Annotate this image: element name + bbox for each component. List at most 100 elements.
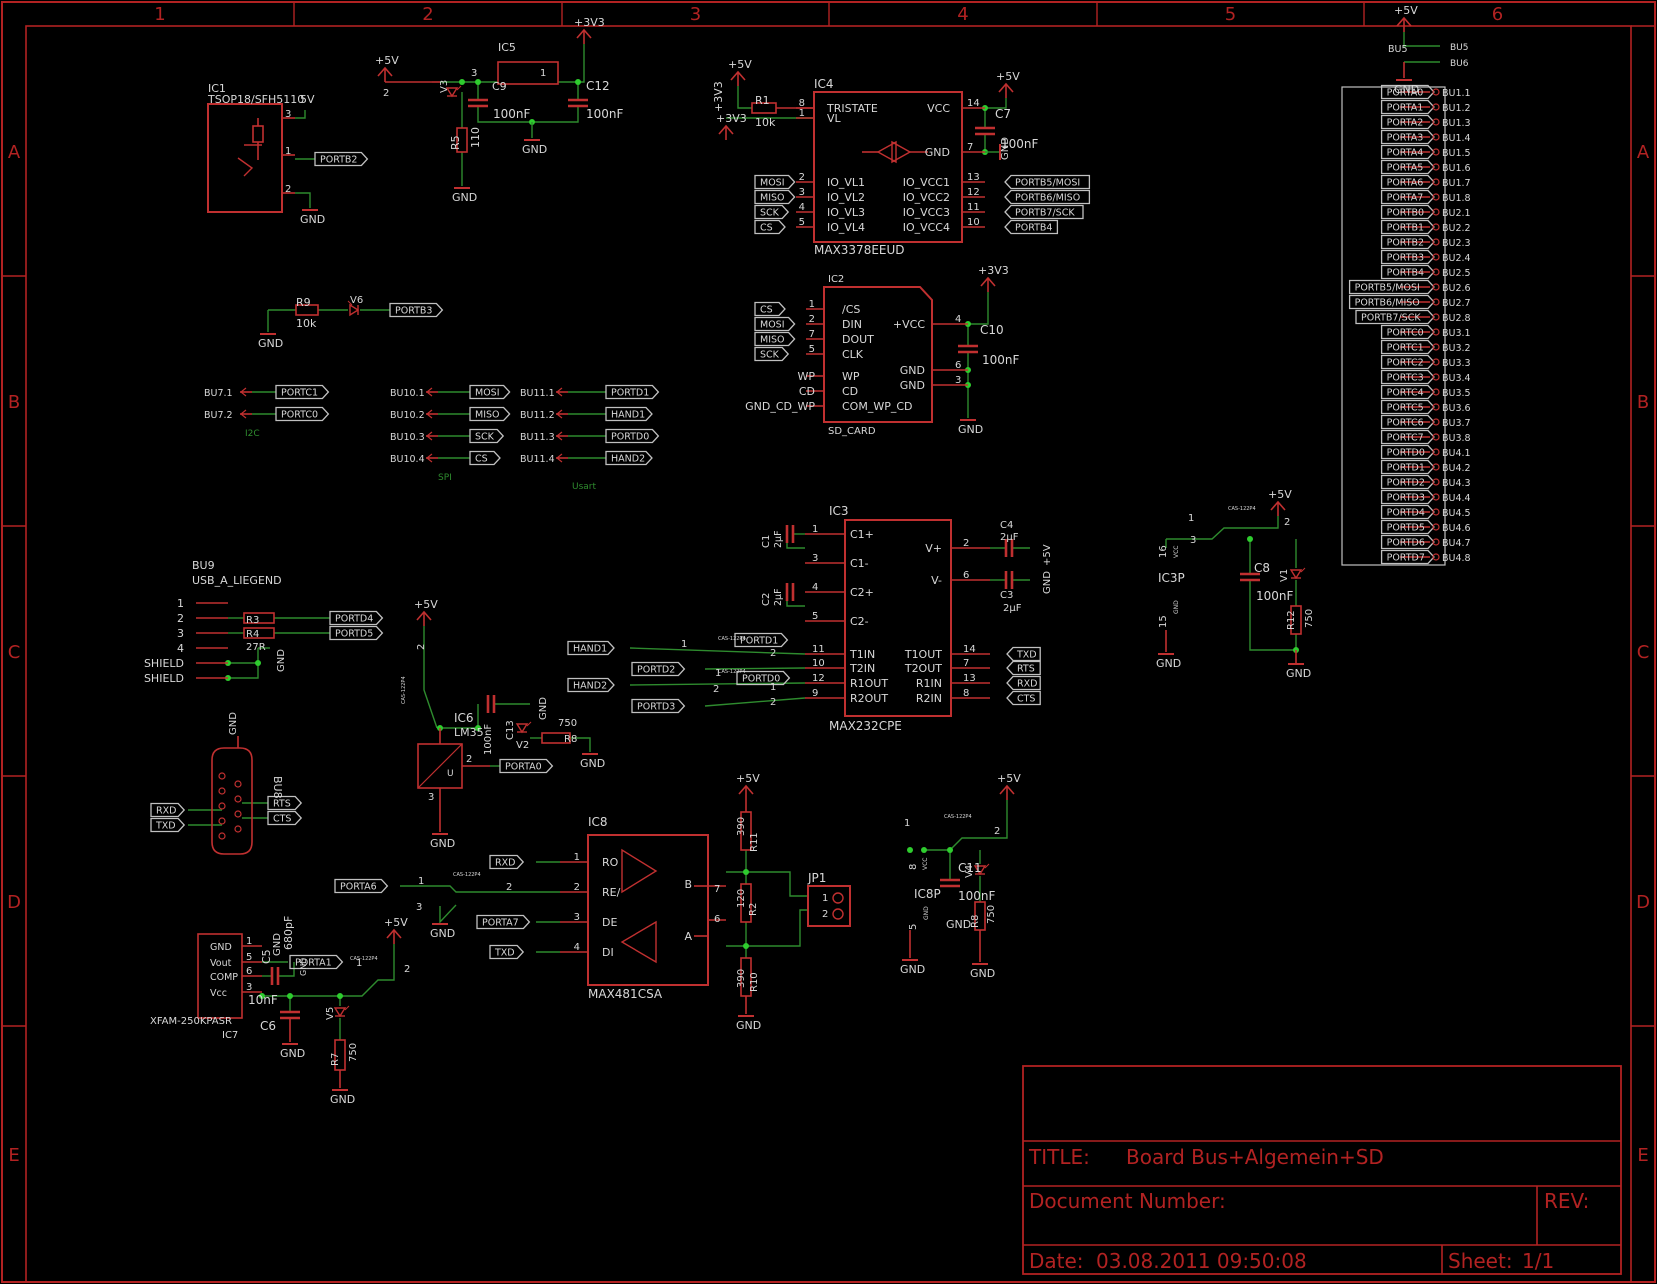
ic3-pin-number: 7 — [963, 658, 969, 669]
ic2-pin-name: DIN — [842, 318, 862, 331]
ic3-supply: +5V — [1042, 544, 1053, 566]
bus-row-label-text: PORTB5/MOSI — [1355, 283, 1420, 294]
bus-pin-symbol — [1432, 493, 1440, 501]
bus-connector-outline — [1341, 86, 1446, 566]
ic2-pin-number: 4 — [955, 314, 961, 325]
bus-row-label-text: PORTB2 — [1387, 238, 1424, 249]
bu11-pin-symbol — [556, 453, 563, 463]
ic4-r1: R1 — [755, 94, 770, 107]
ic8-ref: IC8 — [588, 815, 608, 829]
supply-label: +5V — [1268, 488, 1292, 501]
ic8-pin-number: 1 — [574, 852, 580, 863]
led-symbol — [1289, 567, 1306, 580]
gnd-label: GND — [430, 837, 455, 850]
bu7-label — [275, 406, 330, 422]
ic4-bidir-symbol — [876, 140, 897, 164]
ic4-r1-value: 10k — [755, 116, 776, 129]
bus-row-label-text: PORTC6 — [1387, 418, 1424, 429]
jp1-pin-number: 2 — [822, 909, 828, 920]
ic8p-gnd-pin: GND — [923, 906, 930, 920]
ic1-ref: IC1 — [208, 82, 226, 95]
wire — [295, 192, 311, 208]
resistor-body — [456, 127, 468, 153]
bu7-caption: I2C — [245, 429, 260, 439]
junction-dot — [1247, 536, 1253, 542]
bus-row-label-text: PORTB3 — [1387, 253, 1424, 264]
bu10-pin: BU10.4 — [390, 454, 425, 465]
ic1-pin-note: 5V — [300, 93, 315, 106]
bus-row-label-text: PORTA1 — [1387, 103, 1424, 114]
bu9-pin: 2 — [177, 612, 184, 625]
ic1-port-label-text: PORTB2 — [320, 155, 357, 166]
bus-pin-symbol — [1432, 433, 1440, 441]
ic2-pin-name: CD — [842, 385, 858, 398]
ic5-r5: R5 — [449, 135, 462, 150]
gnd-label: GND — [452, 191, 477, 204]
ic6-port-label-text: PORTA0 — [505, 762, 542, 773]
ic2-pin-name: WP — [842, 370, 860, 383]
bu9-part: USB_A_LIEGEND — [192, 574, 282, 587]
bu8-rts-label — [267, 795, 303, 811]
ic3-pin-name: C2+ — [850, 586, 874, 599]
junction-dot — [743, 943, 749, 949]
bu10-label-text: CS — [475, 454, 488, 465]
ic4-input-label — [754, 204, 790, 220]
bus-row-label-text: PORTD5 — [1387, 523, 1425, 534]
bus-pin: BU2.7 — [1442, 298, 1471, 309]
supply-arrow — [416, 610, 432, 621]
ic8-pin-number: 2 — [574, 882, 580, 893]
bus-row-label-text: PORTA5 — [1387, 163, 1424, 174]
ic5-c12: C12 — [586, 79, 610, 93]
bu8-pin — [218, 787, 226, 795]
ic7-c6: C6 — [260, 1019, 276, 1033]
led-symbol — [347, 300, 360, 317]
bus-pin-symbol — [1432, 283, 1440, 291]
ic2-pin-number: 7 — [809, 329, 815, 340]
ic4-pin-number: 7 — [967, 142, 973, 153]
supply-label: +5V — [1394, 4, 1418, 17]
ic3-pin-name: T1OUT — [904, 648, 942, 661]
ic3-ref: IC3 — [829, 504, 849, 518]
bu8-pin — [218, 772, 226, 780]
bus-pin: BU4.4 — [1442, 493, 1471, 504]
bus-row-label — [1380, 534, 1435, 550]
pin-number: 1 — [904, 818, 910, 829]
ic4-pin-name: IO_VCC2 — [903, 191, 950, 204]
ic7-pin-name: Vcc — [210, 988, 227, 999]
bus-pin: BU3.4 — [1442, 373, 1471, 384]
ic4-pin-name: IO_VCC4 — [903, 221, 950, 234]
wire — [295, 110, 306, 119]
bu8-pin — [234, 825, 242, 833]
ic2-pin-name: DOUT — [842, 333, 874, 346]
grid-row-label: B — [1637, 392, 1649, 413]
ic3-rs232-label-text: TXD — [1016, 650, 1037, 661]
ic3-rs232-label-text: CTS — [1017, 694, 1035, 705]
ic4-input-label-text: CS — [760, 223, 773, 234]
bu9-pin: SHIELD — [144, 672, 184, 685]
tiny-part-label: CAS-122P4 — [1228, 506, 1256, 512]
ic7-v5: V5 — [325, 1007, 336, 1020]
bu8-txd-label-text: TXD — [155, 821, 176, 832]
sheet-label: Sheet: — [1448, 1249, 1513, 1273]
bu8-pin — [234, 780, 242, 788]
bus-pin-symbol — [1432, 358, 1440, 366]
bu9-ref: BU9 — [192, 559, 215, 572]
led-ray — [344, 1005, 350, 1011]
ic4-pin-name: IO_VCC1 — [903, 176, 950, 189]
ic4-input-label — [754, 189, 796, 205]
wire — [558, 44, 585, 83]
ic6-part: LM35 — [454, 726, 484, 739]
ic1-part: TSOP18/SFH5110 — [207, 93, 304, 106]
bu8-pin — [218, 832, 226, 840]
supply-arrow — [1270, 500, 1286, 511]
bus-pin-symbol — [1432, 103, 1440, 111]
ic3p-v1: V1 — [1279, 569, 1290, 582]
bu8-pin — [234, 795, 242, 803]
bus-row-label — [1348, 294, 1435, 310]
ic6-v2: V2 — [516, 740, 529, 751]
bu7-pin: BU7.2 — [204, 410, 233, 421]
bus-pin: BU2.6 — [1442, 283, 1471, 294]
supply-label: +5V — [414, 598, 438, 611]
ic3-c1: C1 — [761, 535, 772, 548]
bus-row-label — [1380, 519, 1435, 535]
